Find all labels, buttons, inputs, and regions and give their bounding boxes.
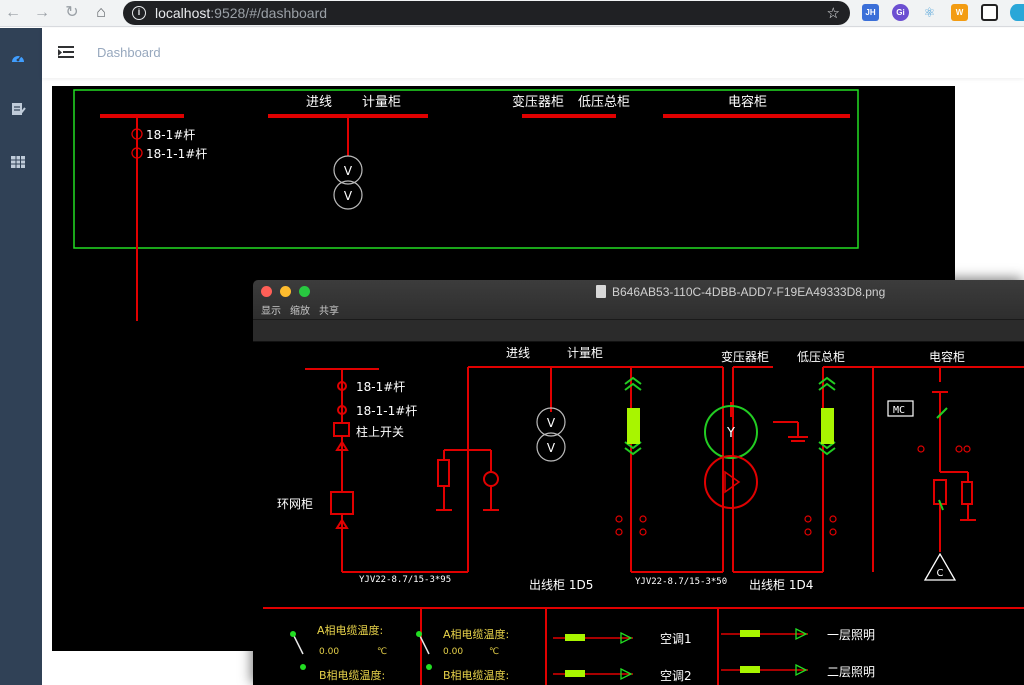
close-button[interactable] bbox=[261, 286, 272, 297]
extension-blue-icon[interactable] bbox=[1010, 4, 1024, 21]
form-icon[interactable] bbox=[10, 102, 26, 116]
minimize-button[interactable] bbox=[280, 286, 291, 297]
lighting1-label: 一层照明 bbox=[827, 628, 875, 642]
temp-b2-label: B相电缆温度: bbox=[443, 668, 509, 682]
transformer-y-label: Y bbox=[726, 426, 735, 441]
pole2-label: 18-1-1#杆 bbox=[146, 147, 207, 161]
preview-heading-metering: 计量柜 bbox=[567, 346, 603, 360]
preview-heading-incoming: 进线 bbox=[506, 346, 530, 360]
pole-switch-label: 柱上开关 bbox=[356, 424, 404, 439]
reload-icon[interactable]: ↻ bbox=[65, 4, 79, 21]
heading-incoming: 进线 bbox=[306, 95, 332, 110]
capacitor-c-label: C bbox=[937, 568, 944, 579]
url-host: localhost bbox=[155, 5, 211, 21]
dashboard-icon[interactable] bbox=[10, 50, 26, 64]
preview-titlebar[interactable]: B646AB53-110C-4DBB-ADD7-F19EA49333D8.png… bbox=[253, 280, 1024, 320]
extension-jh-icon[interactable]: JH bbox=[862, 4, 879, 21]
heading-transformer: 变压器柜 bbox=[512, 94, 564, 110]
lighting2-label: 二层照明 bbox=[827, 665, 875, 679]
preview-image[interactable]: 18-1#杆 18-1-1#杆 柱上开关 环网柜 进线 计量柜 变压器柜 低压总… bbox=[253, 342, 1024, 685]
outgoing-1d5-label: 出线柜 1D5 bbox=[529, 578, 593, 592]
temp-value-1: 0.00 bbox=[319, 647, 339, 657]
green-frame bbox=[73, 89, 859, 249]
window-title: B646AB53-110C-4DBB-ADD7-F19EA49333D8.png bbox=[612, 285, 886, 299]
outgoing-1d4-label: 出线柜 1D4 bbox=[749, 578, 813, 592]
temp-a1-label: A相电缆温度: bbox=[317, 623, 383, 637]
ac1-label: 空调1 bbox=[660, 632, 692, 646]
hamburger-icon[interactable] bbox=[58, 46, 74, 59]
url-path: :9528/#/dashboard bbox=[210, 5, 328, 21]
temp-unit-2: ℃ bbox=[489, 647, 499, 657]
mc-label: MC bbox=[893, 405, 905, 416]
forward-arrow-icon[interactable]: → bbox=[34, 4, 50, 21]
voltmeter-1 bbox=[333, 155, 363, 185]
site-info-icon[interactable]: i bbox=[132, 6, 146, 20]
qr-code-icon[interactable] bbox=[981, 4, 998, 21]
pole1-label: 18-1#杆 bbox=[146, 128, 195, 142]
temp-b1-label: B相电缆温度: bbox=[319, 668, 385, 682]
table-icon[interactable] bbox=[10, 155, 26, 169]
preview-heading-transformer: 变压器柜 bbox=[721, 349, 769, 364]
menu-zoom[interactable]: 缩放 bbox=[290, 306, 310, 317]
preview-toolbar bbox=[253, 320, 1024, 342]
temp-a2-label: A相电缆温度: bbox=[443, 627, 509, 641]
zoom-button[interactable] bbox=[299, 286, 310, 297]
ac2-label: 空调2 bbox=[660, 669, 692, 683]
react-devtools-icon[interactable]: ⚛ bbox=[923, 5, 936, 20]
pole2-marker bbox=[131, 147, 143, 159]
browser-toolbar: ← → ↻ ⌂ i localhost:9528/#/dashboard ☆ J… bbox=[0, 0, 1024, 27]
preview-pole2-label: 18-1-1#杆 bbox=[356, 404, 417, 418]
heading-metering: 计量柜 bbox=[362, 95, 401, 110]
preview-v2-label: V bbox=[547, 441, 556, 455]
home-icon[interactable]: ⌂ bbox=[96, 4, 106, 21]
pole1-marker bbox=[131, 128, 143, 140]
top-navbar: Dashboard bbox=[42, 28, 1024, 78]
voltmeter-2 bbox=[333, 180, 363, 210]
preview-pole1-label: 18-1#杆 bbox=[356, 380, 405, 394]
extension-gi-icon[interactable]: Gi bbox=[892, 4, 909, 21]
file-icon bbox=[596, 285, 606, 298]
preview-v1-label: V bbox=[547, 416, 556, 430]
preview-heading-lv-main: 低压总柜 bbox=[797, 350, 845, 364]
menu-share[interactable]: 共享 bbox=[319, 306, 339, 317]
temp-unit-1: ℃ bbox=[377, 647, 387, 657]
voltmeter-1-label: V bbox=[344, 164, 353, 178]
temp-value-2: 0.00 bbox=[443, 647, 463, 657]
preview-heading-capacitor: 电容柜 bbox=[929, 349, 965, 364]
url-text[interactable]: localhost:9528/#/dashboard bbox=[155, 5, 327, 21]
heading-lv-main: 低压总柜 bbox=[578, 95, 630, 110]
extension-orange-icon[interactable]: W bbox=[951, 4, 968, 21]
cable2-label: YJV22-8.7/15-3*50 bbox=[635, 577, 727, 587]
address-bar[interactable]: i localhost:9528/#/dashboard ☆ bbox=[123, 1, 850, 25]
breadcrumb[interactable]: Dashboard bbox=[97, 45, 161, 60]
app-sidebar bbox=[0, 28, 42, 685]
preview-window[interactable]: B646AB53-110C-4DBB-ADD7-F19EA49333D8.png… bbox=[253, 280, 1024, 685]
back-arrow-icon[interactable]: ← bbox=[5, 4, 21, 21]
voltmeter-2-label: V bbox=[344, 189, 353, 203]
cable1-label: YJV22-8.7/15-3*95 bbox=[359, 575, 451, 585]
bookmark-star-icon[interactable]: ☆ bbox=[826, 5, 840, 22]
ring-main-label: 环网柜 bbox=[277, 497, 313, 511]
heading-capacitor: 电容柜 bbox=[728, 94, 767, 110]
menu-show[interactable]: 显示 bbox=[261, 306, 281, 317]
